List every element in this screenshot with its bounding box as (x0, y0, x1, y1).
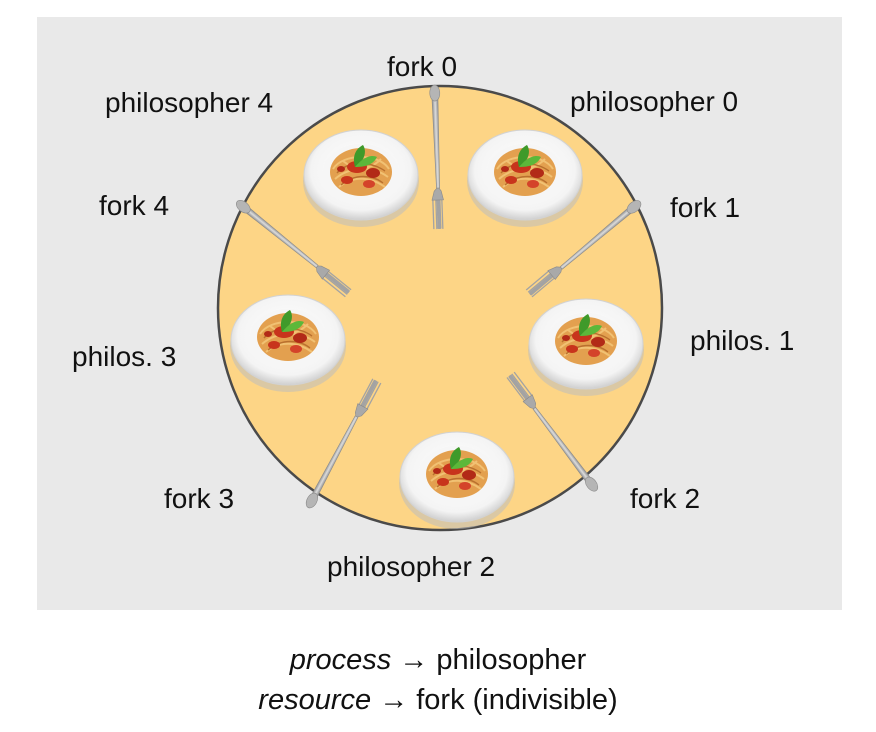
philosopher-3-label: philos. 3 (72, 341, 177, 372)
resource-mapping-line: resource → fork (indivisible) (0, 680, 876, 720)
diagram-panel: fork 0 philosopher 0 philosopher 4 fork … (37, 17, 842, 610)
philosopher-0-label: philosopher 0 (570, 86, 739, 117)
fork-3-label: fork 3 (164, 483, 235, 514)
fork-4-label: fork 4 (99, 190, 170, 221)
philosopher-1-plate-icon (527, 298, 645, 397)
philosopher-2-plate-icon (398, 431, 516, 530)
resource-target: fork (indivisible) (416, 684, 618, 716)
resource-term: resource (258, 684, 372, 716)
process-mapping-line: process → philosopher (0, 640, 876, 680)
arrow-glyph: → (379, 684, 409, 716)
process-term: process (289, 644, 392, 676)
fork-2-label: fork 2 (630, 483, 701, 514)
fork-1-label: fork 1 (670, 192, 741, 223)
dining-table-diagram (216, 84, 664, 532)
philosopher-3-plate-icon (229, 294, 347, 393)
philosopher-2-label: philosopher 2 (327, 551, 496, 582)
process-target: philosopher (436, 644, 587, 676)
mapping-legend: process → philosopher resource → fork (i… (0, 640, 876, 720)
philosopher-4-plate-icon (302, 129, 420, 228)
arrow-glyph: → (399, 644, 429, 676)
fork-0-label: fork 0 (387, 51, 458, 82)
philosopher-0-plate-icon (466, 129, 584, 228)
philosopher-4-label: philosopher 4 (105, 87, 274, 118)
philosopher-1-label: philos. 1 (690, 325, 795, 356)
